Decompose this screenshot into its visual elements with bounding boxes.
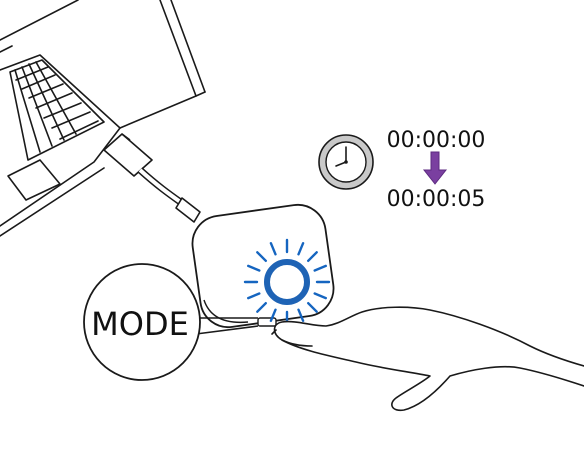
glow-ray xyxy=(269,241,277,256)
glow-ray xyxy=(269,308,277,322)
led-ring-indicator xyxy=(243,238,331,326)
glow-ray xyxy=(297,308,305,322)
timer-start-text: 00:00:00 xyxy=(387,128,486,153)
mode-callout: MODE xyxy=(83,263,259,381)
glow-ray xyxy=(256,302,267,313)
hdmi-cable xyxy=(103,133,201,223)
led-ring xyxy=(264,259,310,305)
timer-end-text: 00:00:05 xyxy=(387,187,486,212)
mode-label: MODE xyxy=(91,305,189,343)
glow-ray xyxy=(313,264,327,272)
down-arrow-icon xyxy=(422,151,448,185)
glow-ray xyxy=(313,292,327,300)
laptop-illustration xyxy=(0,0,206,237)
glow-ray xyxy=(297,241,305,256)
glow-ray xyxy=(246,264,261,272)
glow-ray xyxy=(246,292,261,300)
mode-button[interactable] xyxy=(257,317,277,327)
glow-ray xyxy=(307,251,318,262)
glow-rays xyxy=(243,238,331,326)
glow-ray xyxy=(256,251,267,262)
mode-callout-circle xyxy=(83,263,201,381)
glow-ray xyxy=(307,302,318,313)
hand-illustration xyxy=(271,306,584,412)
clock-icon xyxy=(318,134,374,190)
